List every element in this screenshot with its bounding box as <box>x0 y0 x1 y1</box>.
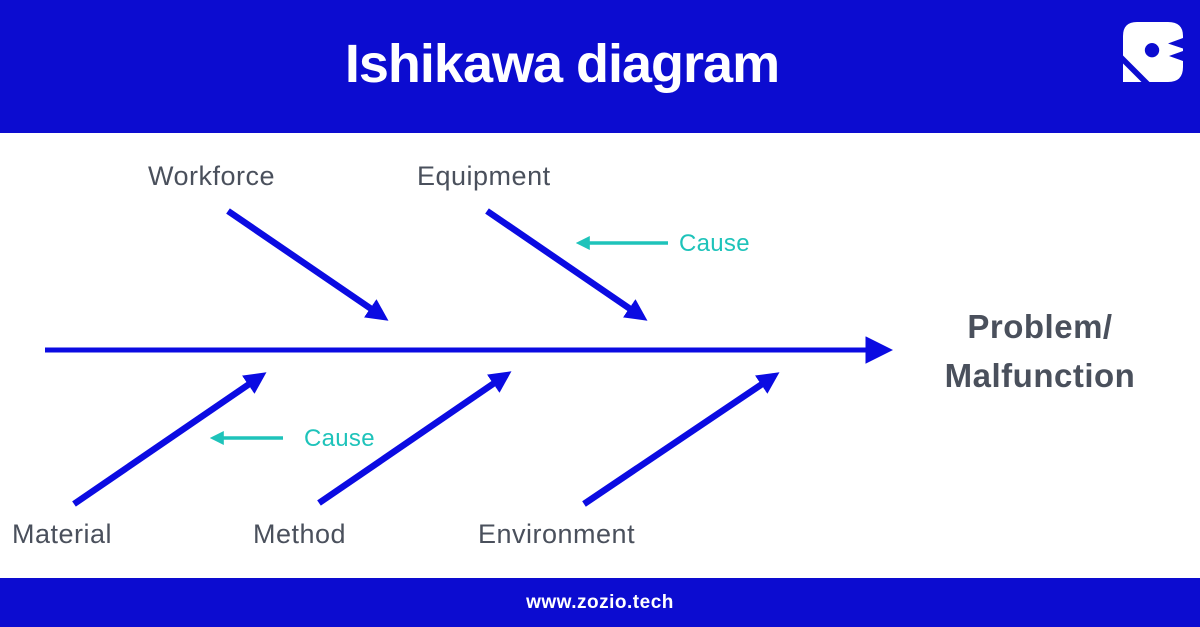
website-url: www.zozio.tech <box>526 591 674 613</box>
cause-annotation-top: Cause <box>679 230 750 257</box>
category-label-workforce: Workforce <box>148 161 276 191</box>
category-label-environment: Environment <box>478 519 636 549</box>
page-title: Ishikawa diagram <box>344 33 780 94</box>
cause-annotation-bottom: Cause <box>304 425 375 452</box>
zozio-bird-logo-icon <box>1123 22 1183 82</box>
effect-label-line1: Problem/ <box>967 308 1113 345</box>
category-label-equipment: Equipment <box>417 161 551 191</box>
effect-label-line2: Malfunction <box>944 357 1136 394</box>
footer-banner: www.zozio.tech <box>0 578 1200 627</box>
header-banner: Ishikawa diagram <box>0 0 1200 133</box>
category-label-method: Method <box>253 519 347 549</box>
effect-label: Problem/ Malfunction <box>925 302 1155 400</box>
category-label-material: Material <box>12 519 113 549</box>
